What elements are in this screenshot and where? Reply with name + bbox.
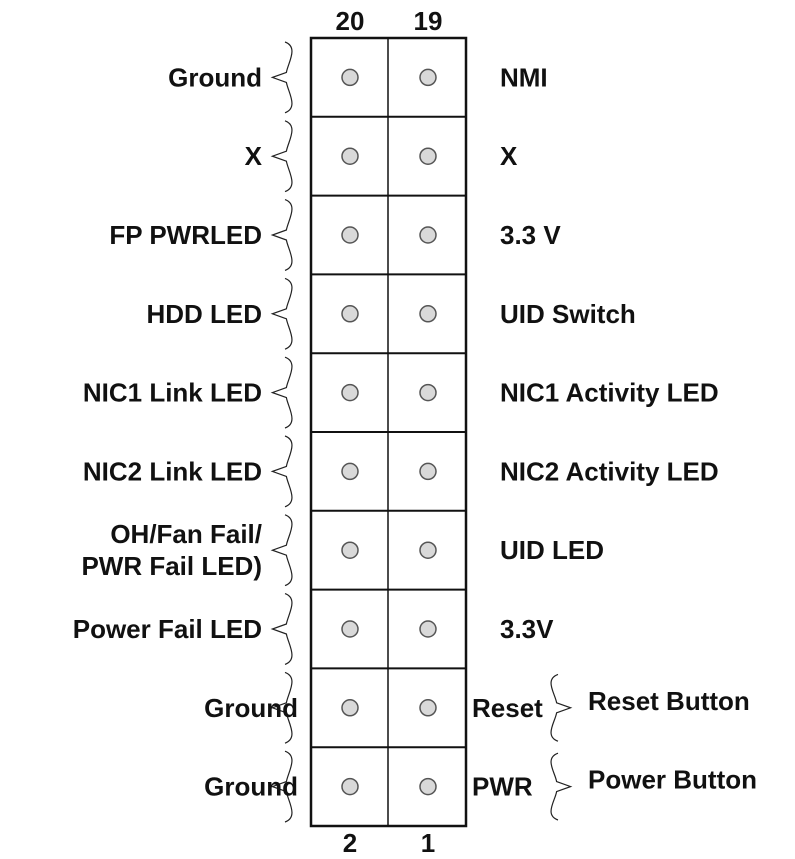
right-group-brace	[550, 752, 573, 821]
pin-hole	[341, 699, 359, 717]
right-pin-label: 3.3 V	[500, 220, 561, 250]
button-group-label: Power Button	[588, 765, 757, 795]
pin-number-20: 20	[336, 6, 365, 36]
pin-number-1: 1	[421, 828, 435, 858]
left-pin-label: NIC1 Link LED	[83, 378, 262, 408]
pin-hole	[419, 777, 437, 796]
left-pin-label: OH/Fan Fail/	[110, 519, 262, 549]
pin-hole	[419, 68, 437, 87]
pin-hole	[419, 541, 437, 559]
right-pin-label: PWR	[472, 772, 533, 802]
left-brace	[270, 41, 293, 114]
left-brace	[270, 593, 293, 665]
pin-number-19: 19	[414, 6, 443, 36]
left-brace	[270, 435, 293, 508]
right-pin-label: NMI	[500, 62, 548, 92]
pin-hole	[341, 620, 359, 638]
left-pin-label: Power Fail LED	[73, 614, 262, 644]
pin-hole	[341, 305, 359, 323]
pin-hole	[341, 68, 359, 87]
right-group-brace	[550, 673, 573, 742]
left-pin-label: PWR Fail LED)	[81, 551, 262, 581]
pin-hole	[341, 462, 359, 481]
left-pin-label: X	[245, 141, 263, 171]
pin-hole	[419, 305, 437, 323]
pin-hole	[419, 383, 437, 402]
pin-number-2: 2	[343, 828, 357, 858]
left-pin-label: NIC2 Link LED	[83, 456, 262, 486]
pin-hole	[341, 147, 359, 165]
right-pin-label: NIC2 Activity LED	[500, 456, 719, 486]
button-group-label: Reset Button	[588, 686, 750, 716]
right-pin-label: NIC1 Activity LED	[500, 378, 719, 408]
right-pin-label: UID LED	[500, 535, 604, 565]
pin-rows: Ground NMI X X FP PWRLED 3.3 V HDD LED UID Swit…	[73, 41, 757, 823]
left-brace	[270, 277, 293, 350]
left-pin-label: FP PWRLED	[109, 220, 262, 250]
left-pin-label: Ground	[204, 772, 298, 802]
right-pin-label: Reset	[472, 693, 543, 723]
right-pin-label: X	[500, 141, 518, 171]
pin-hole	[341, 226, 359, 244]
left-pin-label: Ground	[204, 693, 298, 723]
pin-hole	[419, 226, 437, 244]
right-pin-label: UID Switch	[500, 299, 636, 329]
pin-hole	[419, 462, 437, 481]
left-brace	[270, 120, 293, 193]
left-brace	[270, 356, 293, 429]
pin-hole	[419, 620, 437, 638]
left-pin-label: Ground	[168, 62, 262, 92]
pin-hole	[341, 383, 359, 402]
pin-hole	[341, 541, 359, 559]
pin-hole	[419, 699, 437, 717]
left-brace	[270, 199, 293, 271]
pin-hole	[341, 777, 359, 796]
left-brace	[270, 750, 293, 823]
right-pin-label: 3.3V	[500, 614, 554, 644]
left-brace	[270, 671, 293, 744]
left-brace	[270, 514, 293, 587]
pin-hole	[419, 147, 437, 165]
left-pin-label: HDD LED	[146, 299, 262, 329]
